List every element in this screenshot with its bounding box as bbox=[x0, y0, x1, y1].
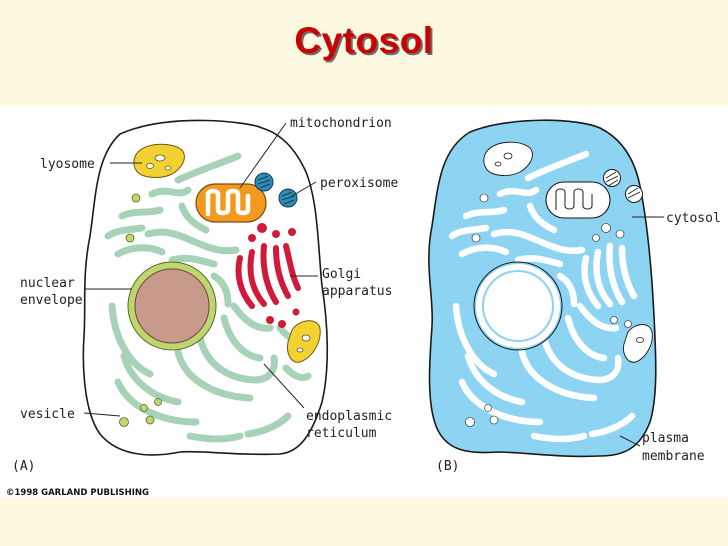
cell-a bbox=[82, 119, 329, 456]
label-envelope: envelope bbox=[20, 293, 83, 308]
mitochondrion-a bbox=[195, 183, 267, 223]
copyright-credit: ©1998 GARLAND PUBLISHING bbox=[6, 488, 149, 498]
slide-title: Cytosol bbox=[294, 20, 434, 61]
panel-label-b: (B) bbox=[436, 459, 459, 474]
label-nuclear: nuclear bbox=[20, 276, 75, 291]
label-reticulum: reticulum bbox=[306, 426, 377, 441]
vesicles-a bbox=[119, 193, 162, 427]
label-apparatus: apparatus bbox=[322, 284, 392, 299]
golgi-vesicles-a bbox=[248, 223, 300, 328]
cell-b bbox=[428, 119, 657, 458]
label-lysosome: lyosome bbox=[40, 157, 95, 172]
cell-diagram-figure: lyosome mitochondrion peroxisome nuclear… bbox=[0, 106, 728, 498]
nucleus-a bbox=[127, 261, 217, 351]
panel-label-a: (A) bbox=[12, 459, 35, 474]
label-vesicle: vesicle bbox=[20, 407, 75, 422]
label-endoplasmic: endoplasmic bbox=[306, 409, 392, 424]
label-membrane: membrane bbox=[642, 449, 705, 464]
lysosome-b-2 bbox=[623, 324, 653, 363]
vesicles-b bbox=[465, 193, 632, 427]
lysosome-a-2 bbox=[287, 320, 321, 363]
label-peroxisome: peroxisome bbox=[320, 176, 398, 191]
label-plasma: plasma bbox=[642, 431, 689, 446]
leader-lines-a bbox=[83, 122, 318, 417]
label-golgi: Golgi bbox=[322, 267, 361, 282]
label-mitochondrion: mitochondrion bbox=[290, 116, 392, 131]
peroxisome-b bbox=[603, 169, 643, 203]
peroxisome-a bbox=[254, 172, 298, 208]
cell-diagram-svg: lyosome mitochondrion peroxisome nuclear… bbox=[6, 116, 721, 498]
endoplasmic-reticulum-a bbox=[104, 152, 314, 443]
nucleus-b bbox=[473, 261, 563, 351]
golgi-apparatus-a bbox=[235, 243, 301, 309]
mitochondrion-b bbox=[545, 181, 611, 219]
endoplasmic-reticulum-b bbox=[448, 150, 638, 443]
leader-lines-b bbox=[619, 216, 664, 447]
label-cytosol: cytosol bbox=[666, 211, 721, 226]
